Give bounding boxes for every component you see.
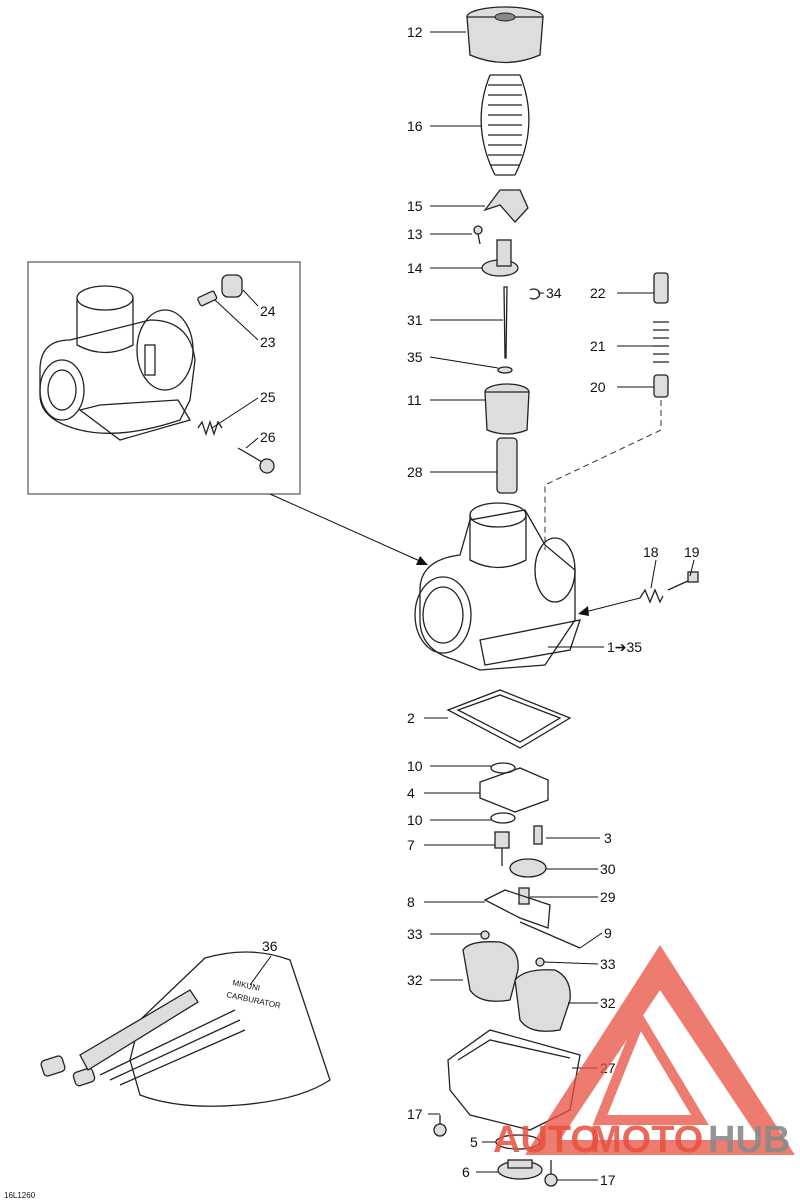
label-6: 6 bbox=[462, 1164, 470, 1180]
part-17-screw-left bbox=[433, 1115, 447, 1137]
label-1: 1➔35 bbox=[607, 639, 642, 655]
inset-pointer-arrow bbox=[269, 493, 423, 563]
part-10-oring-upper bbox=[490, 762, 516, 774]
label-17-left: 17 bbox=[407, 1106, 423, 1122]
part-33-screw-left bbox=[480, 930, 490, 940]
part-22-screw bbox=[653, 272, 669, 304]
label-28: 28 bbox=[407, 464, 423, 480]
label-33-left: 33 bbox=[407, 926, 423, 942]
label-33-right: 33 bbox=[600, 956, 616, 972]
label-8: 8 bbox=[407, 894, 415, 910]
label-13: 13 bbox=[407, 226, 423, 242]
part-9-pin bbox=[519, 921, 581, 949]
part-12-cap bbox=[466, 6, 544, 64]
part-20-jet bbox=[653, 374, 669, 398]
label-23: 23 bbox=[260, 334, 276, 350]
label-4: 4 bbox=[407, 785, 415, 801]
label-25: 25 bbox=[260, 389, 276, 405]
watermark-triangle-icon bbox=[525, 945, 795, 1155]
label-31: 31 bbox=[407, 312, 423, 328]
watermark-text-moto: MOTO bbox=[590, 1119, 703, 1161]
toolkit-brand-text: MIKUNI bbox=[232, 978, 261, 993]
inset-frame bbox=[27, 261, 301, 495]
label-21: 21 bbox=[590, 338, 606, 354]
label-30: 30 bbox=[600, 861, 616, 877]
leader-lines bbox=[249, 31, 695, 1181]
label-5: 5 bbox=[470, 1134, 478, 1150]
label-34: 34 bbox=[546, 285, 562, 301]
label-22: 22 bbox=[590, 285, 606, 301]
part-14-holder bbox=[481, 239, 519, 277]
part-19-screw bbox=[667, 571, 699, 591]
part-8-float-arm bbox=[483, 889, 551, 929]
label-10-upper: 10 bbox=[407, 758, 423, 774]
part-11-slide bbox=[484, 383, 530, 435]
label-10-lower: 10 bbox=[407, 812, 423, 828]
label-32-left: 32 bbox=[407, 972, 423, 988]
label-14: 14 bbox=[407, 260, 423, 276]
part-25-spring bbox=[197, 419, 223, 437]
part-4-plate bbox=[479, 767, 549, 813]
part-7-needle-jet bbox=[494, 831, 510, 866]
part-18-spring bbox=[639, 588, 664, 604]
part-10-oring-lower bbox=[490, 812, 516, 824]
part-36-toolkit: MIKUNI CARBURATOR bbox=[40, 951, 331, 1107]
part-13-screw bbox=[473, 225, 483, 245]
label-7: 7 bbox=[407, 837, 415, 853]
part-34-clip bbox=[529, 288, 541, 300]
part-24-cap bbox=[221, 274, 243, 298]
part-21-spring bbox=[653, 321, 669, 363]
label-16: 16 bbox=[407, 118, 423, 134]
label-20: 20 bbox=[590, 379, 606, 395]
part-33-screw-right bbox=[535, 957, 545, 967]
part-6-plug bbox=[497, 1159, 543, 1180]
label-36: 36 bbox=[262, 938, 278, 954]
label-15: 15 bbox=[407, 198, 423, 214]
part-35-washer bbox=[497, 366, 513, 374]
label-19: 19 bbox=[684, 544, 700, 560]
part-32-float-left bbox=[462, 941, 519, 1002]
part-31-needle bbox=[503, 286, 508, 359]
label-24: 24 bbox=[260, 303, 276, 319]
callout-labels: 12 16 15 13 14 34 22 31 21 35 20 11 28 2… bbox=[260, 24, 700, 1188]
toolkit-model-text: CARBURATOR bbox=[226, 990, 282, 1010]
part-17-screw-right bbox=[544, 1160, 558, 1187]
label-9: 9 bbox=[604, 925, 612, 941]
jet-pointer-arrow bbox=[584, 597, 641, 613]
part-26-screw bbox=[237, 447, 275, 474]
label-32-right: 32 bbox=[600, 995, 616, 1011]
label-11: 11 bbox=[407, 392, 422, 408]
label-17-right: 17 bbox=[600, 1172, 616, 1188]
part-2-gasket bbox=[446, 689, 572, 749]
label-2: 2 bbox=[407, 710, 415, 726]
label-29: 29 bbox=[600, 889, 616, 905]
figure-code: 16L1260 bbox=[4, 1191, 36, 1200]
part-16-spring bbox=[480, 74, 530, 176]
part-1-carburetor-body bbox=[414, 502, 581, 671]
label-18: 18 bbox=[643, 544, 659, 560]
label-26: 26 bbox=[260, 429, 276, 445]
inset-carburetor-drawing bbox=[39, 285, 196, 441]
part-32-float-right bbox=[514, 969, 571, 1032]
watermark-text-auto: AUTO bbox=[493, 1119, 600, 1161]
part-15-plate bbox=[483, 189, 529, 223]
label-12: 12 bbox=[407, 24, 423, 40]
part-30-holder bbox=[509, 858, 547, 878]
label-35: 35 bbox=[407, 349, 423, 365]
watermark-text-hub: HUB bbox=[708, 1119, 790, 1161]
label-3: 3 bbox=[604, 830, 612, 846]
part-23-screw bbox=[197, 290, 218, 307]
watermark-logo bbox=[525, 945, 795, 1155]
part-28-tube bbox=[496, 437, 518, 494]
part-3-jet bbox=[533, 825, 543, 845]
